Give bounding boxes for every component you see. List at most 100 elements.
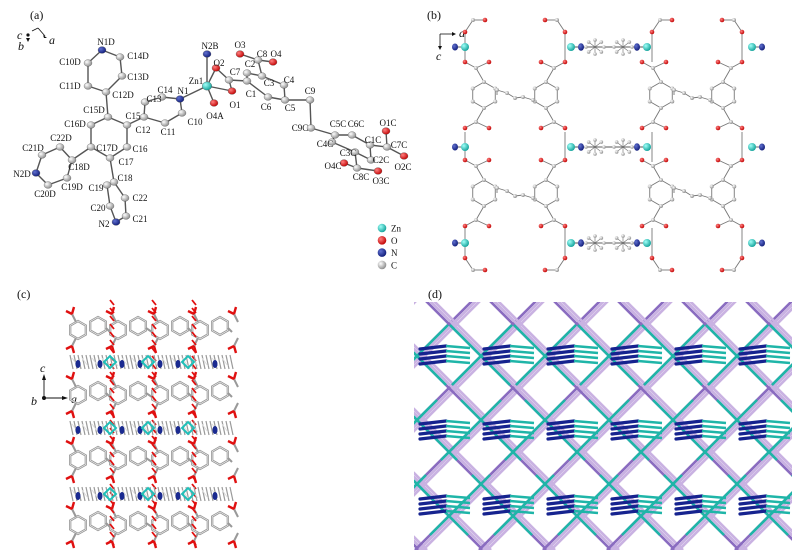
bond xyxy=(556,257,566,271)
atom-c xyxy=(732,268,736,272)
atom-o xyxy=(715,59,721,65)
pyridyl-stick xyxy=(217,354,222,370)
atom-c21 xyxy=(121,212,131,220)
blue-layer-bond xyxy=(482,499,512,506)
atom-c16 xyxy=(122,143,132,151)
atom-c xyxy=(586,50,591,54)
atom-label: C22 xyxy=(132,193,147,203)
atom-zn xyxy=(643,143,651,151)
atom-o xyxy=(719,17,725,23)
atom-o xyxy=(462,29,468,35)
blue-layer-bond xyxy=(738,424,768,431)
cyan-edge xyxy=(88,475,148,535)
cyan-layer-bond xyxy=(509,419,535,425)
net-edge xyxy=(429,302,680,550)
atom-labels: N1DC14DC10DC13DC11DC12DC15DC16DC15C12C13… xyxy=(13,37,411,229)
packing-view xyxy=(65,299,239,549)
bond xyxy=(545,81,558,89)
bond xyxy=(652,165,662,181)
ring-highlight xyxy=(129,446,147,466)
bond xyxy=(472,81,485,89)
atom-c xyxy=(470,184,475,189)
nitrogen-mark xyxy=(119,426,125,434)
nitrogen-mark xyxy=(212,492,218,500)
atom-label: C21 xyxy=(132,214,147,224)
carboxyl-bond xyxy=(233,402,239,412)
atom-c19d xyxy=(62,174,72,182)
atom-c xyxy=(586,236,591,240)
cyan-edge xyxy=(696,399,758,461)
atom-c xyxy=(599,50,604,54)
oxygen-stick xyxy=(109,395,115,402)
blue-layer-bond xyxy=(546,504,576,511)
atom-c xyxy=(614,140,619,144)
atom-c xyxy=(513,194,517,198)
cyan-layer-bond xyxy=(573,509,599,515)
bond xyxy=(475,107,485,123)
axis-pair-b: a c xyxy=(436,26,465,63)
blue-layer-bond xyxy=(418,344,448,351)
cyan-layer-bond xyxy=(637,429,663,435)
atom-c10d xyxy=(83,59,93,67)
atom-c22d xyxy=(55,143,65,151)
atom-n xyxy=(759,143,765,151)
pyridyl-stick xyxy=(125,354,130,370)
pyridyl-stick xyxy=(129,420,134,436)
cyan-edge xyxy=(280,475,340,535)
atom-c xyxy=(732,86,737,91)
atom-c12 xyxy=(139,113,149,121)
net-edge xyxy=(414,302,477,365)
pyridyl-highlight xyxy=(131,423,139,433)
blue-layer-bond xyxy=(482,349,512,356)
pyridyl-stick xyxy=(209,420,214,436)
blue-layer-bond xyxy=(610,354,640,361)
atom-c xyxy=(471,18,475,22)
bond xyxy=(711,81,724,89)
atom-o xyxy=(715,125,721,131)
atom-n2b xyxy=(202,50,212,58)
blue-layer-bond xyxy=(610,434,640,441)
carboxyl-bond xyxy=(233,443,239,453)
oxygen-stick xyxy=(109,331,115,338)
atom-o xyxy=(669,17,675,23)
blue-layer-bond xyxy=(546,494,576,501)
oxygen-stick xyxy=(70,410,76,419)
axis-label-a: a xyxy=(459,26,465,40)
carboxyl-bond xyxy=(153,378,159,388)
bond xyxy=(540,121,555,129)
atom-n xyxy=(759,239,765,247)
atom-o2 xyxy=(211,64,221,72)
oxygen-stick xyxy=(109,435,115,442)
bond xyxy=(651,19,661,33)
atom-c2c xyxy=(366,156,376,164)
carboxyl-bond xyxy=(111,402,117,412)
oxygen-stick xyxy=(232,410,238,419)
atom-zn xyxy=(748,239,756,247)
pyridyl-highlight xyxy=(121,423,129,433)
atom-c xyxy=(474,164,478,168)
atom-c xyxy=(630,45,634,49)
ring-highlight xyxy=(89,511,107,531)
cyan-edge xyxy=(471,474,533,536)
atom-c xyxy=(586,140,591,144)
oxygen-stick xyxy=(151,459,157,466)
atom-c xyxy=(647,99,652,104)
bond xyxy=(540,219,555,227)
oxygen-stick xyxy=(191,387,197,394)
atom-n2 xyxy=(111,218,121,226)
nitrogen-mark xyxy=(212,426,218,434)
pyridyl-stick xyxy=(181,354,186,370)
carboxyl-bond xyxy=(233,313,239,323)
cyan-edge xyxy=(769,324,792,349)
atom-n1d xyxy=(97,46,107,54)
blue-layer-bond xyxy=(674,344,704,351)
oxygen-stick xyxy=(191,379,197,386)
atom-c xyxy=(732,18,736,22)
pyridyl-stick xyxy=(161,486,166,502)
atom-c xyxy=(532,184,537,189)
atom-c3 xyxy=(257,72,267,80)
cyan-edge xyxy=(716,399,778,461)
cyan-layer-bond xyxy=(637,344,663,350)
oxygen-stick xyxy=(191,467,197,474)
